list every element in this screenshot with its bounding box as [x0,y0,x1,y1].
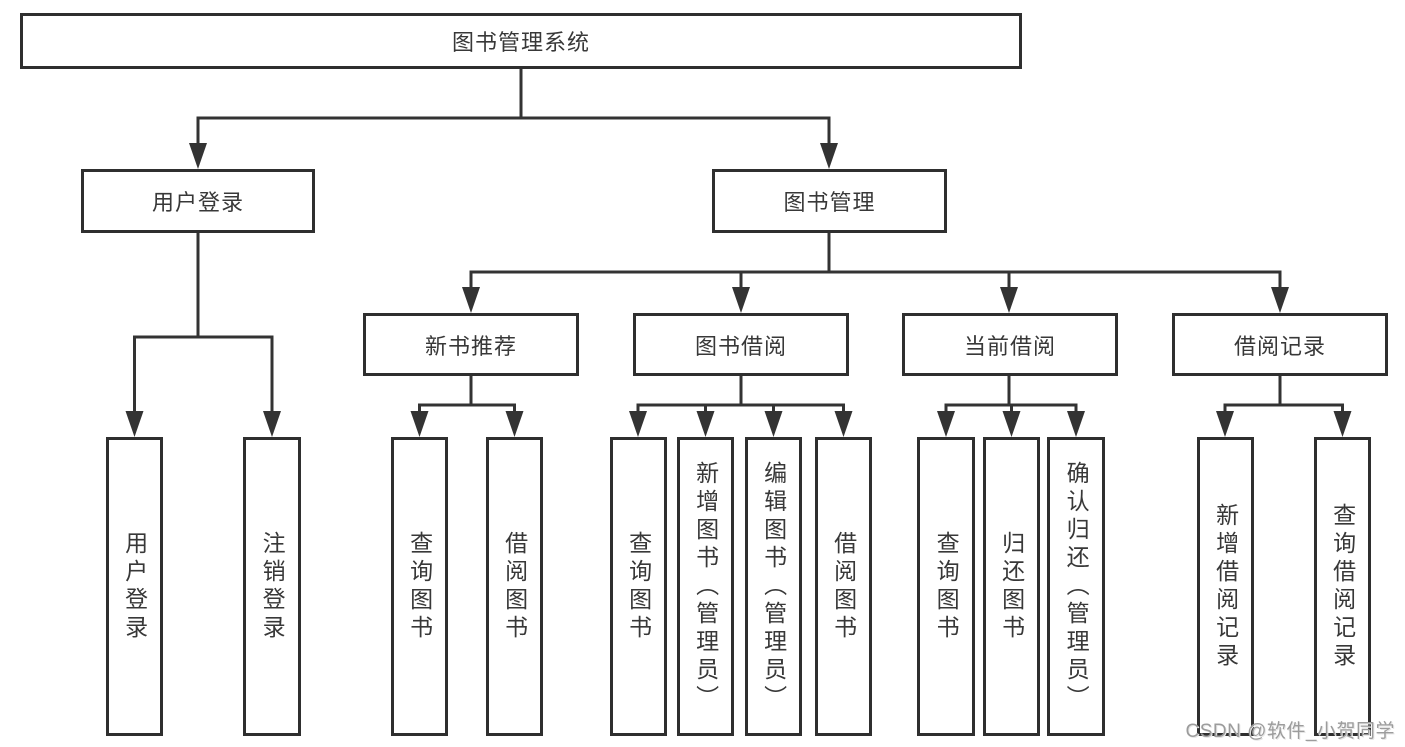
node-label: 图书借阅 [694,333,787,359]
connector-book-borrow [629,376,853,437]
leaf-add-borrow-record: 新增借阅记录 [1197,437,1254,736]
node-user-login: 用户登录 [81,169,315,233]
leaf-borrow-books-recommend: 借阅图书 [486,437,543,736]
leaf-edit-book-admin: 编辑图书（管理员） [745,437,802,736]
leaf-query-books-current: 查询图书 [917,437,975,736]
leaf-label: 查询图书 [406,530,433,643]
connector-current-borrow [937,376,1085,437]
node-label: 当前借阅 [963,333,1056,359]
leaf-query-borrow-record: 查询借阅记录 [1314,437,1371,736]
node-label: 新书推荐 [424,333,517,359]
node-library-management-system: 图书管理系统 [20,13,1022,69]
node-label: 用户登录 [151,190,244,215]
node-book-management: 图书管理 [712,169,947,233]
leaf-label: 查询借阅记录 [1329,502,1356,671]
leaf-label: 查询图书 [625,530,652,643]
node-current-borrow: 当前借阅 [902,313,1118,376]
leaf-label: 注销登录 [259,530,286,643]
node-label: 借阅记录 [1233,333,1326,359]
node-label: 图书管理系统 [451,30,590,55]
leaf-label: 用户登录 [121,530,148,643]
leaf-label: 借阅图书 [501,530,528,643]
leaf-borrow-books: 借阅图书 [815,437,872,736]
node-label: 图书管理 [783,190,876,215]
connector-new-book-recommend [410,376,524,437]
connector-user-login [125,232,281,437]
connector-book-management [462,233,1289,313]
leaf-return-books: 归还图书 [983,437,1040,736]
leaf-label: 借阅图书 [830,530,857,643]
node-book-borrow: 图书借阅 [633,313,849,376]
csdn-watermark: CSDN @软件_小贺同学 [1185,721,1395,742]
leaf-label: 确认归还（管理员） [1063,460,1090,713]
leaf-label: 编辑图书（管理员） [760,460,787,713]
leaf-logout: 注销登录 [243,437,301,736]
connector-root [189,68,838,169]
connector-borrow-records [1216,376,1352,437]
leaf-user-login: 用户登录 [106,437,163,736]
leaf-query-books-borrow: 查询图书 [610,437,667,736]
leaf-label: 查询图书 [933,530,960,643]
leaf-label: 归还图书 [998,530,1025,643]
node-new-book-recommend: 新书推荐 [363,313,579,376]
leaf-add-book-admin: 新增图书（管理员） [677,437,734,736]
leaf-query-books-recommend: 查询图书 [391,437,448,736]
leaf-label: 新增图书（管理员） [692,460,719,713]
leaf-confirm-return-admin: 确认归还（管理员） [1047,437,1105,736]
node-borrow-records: 借阅记录 [1172,313,1388,376]
leaf-label: 新增借阅记录 [1212,502,1239,671]
